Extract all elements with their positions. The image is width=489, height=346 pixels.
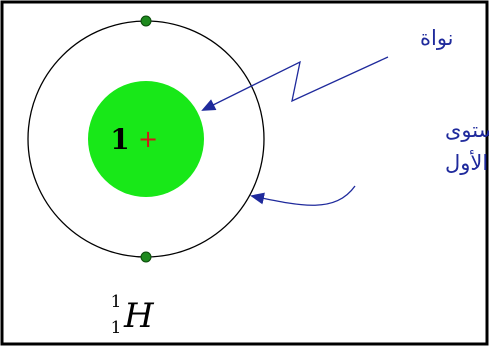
nucleus-proton-count: 1 <box>110 123 129 156</box>
electron-bottom <box>140 251 152 263</box>
label-shell-line1: المستوى <box>445 118 489 142</box>
label-shell-line2: الإلكتروني الأول <box>445 150 489 175</box>
isotope-atomic-number: 1 <box>111 318 122 338</box>
element-symbol: H <box>123 296 155 336</box>
shell-pointer-arrow <box>250 185 356 206</box>
electron-top <box>140 15 152 27</box>
nucleus-charge-sign: + <box>138 125 158 153</box>
isotope-mass-number: 1 <box>111 292 122 312</box>
nucleus-pointer-arrow <box>201 56 389 111</box>
label-nucleus: نواة <box>420 26 454 50</box>
nucleus <box>88 81 204 197</box>
